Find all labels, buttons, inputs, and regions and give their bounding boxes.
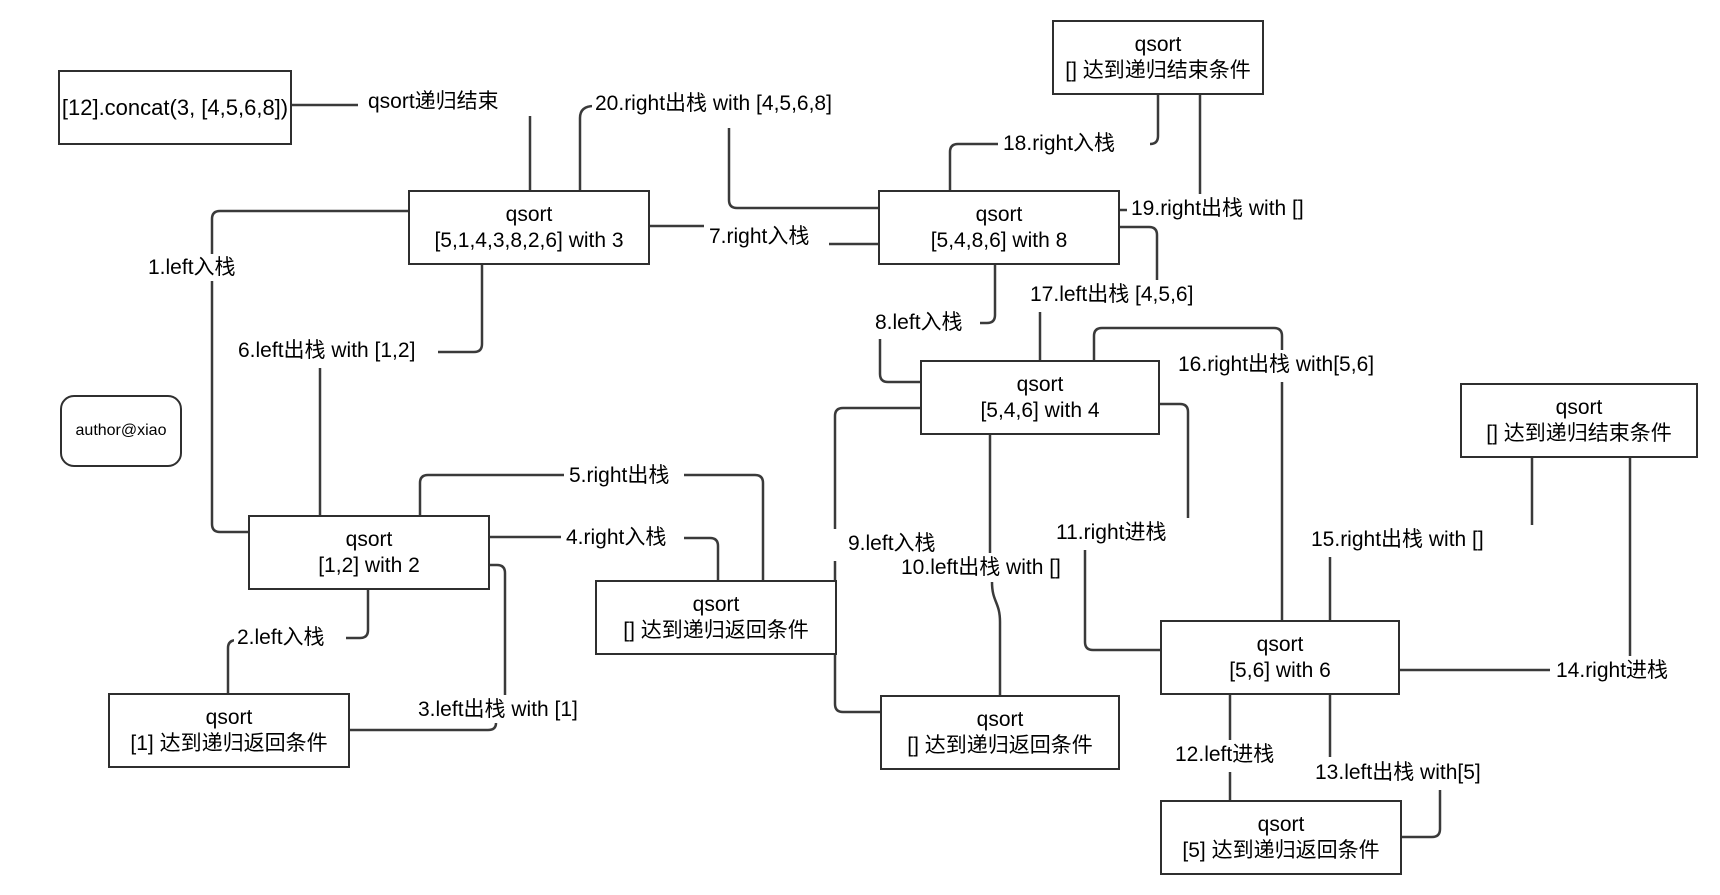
node-qsort-root-title: qsort	[505, 202, 553, 226]
connector-8-a	[980, 265, 997, 325]
edge-label-9: 9.left入栈	[845, 530, 939, 557]
connector-20-a	[578, 104, 595, 190]
connector-1	[210, 209, 408, 534]
node-qsort-empty-return-under4: qsort [] 达到递归返回条件	[880, 695, 1120, 770]
node-qsort-546-detail: [5,4,6] with 4	[980, 398, 1100, 422]
node-qsort-empty-return-mid-detail: [] 达到递归返回条件	[623, 618, 809, 642]
edge-label-12: 12.left进栈	[1172, 741, 1278, 768]
connector-6-a	[438, 265, 484, 354]
node-concat-result: [12].concat(3, [4,5,6,8])	[58, 70, 292, 145]
node-qsort-empty-end-right-title: qsort	[1555, 395, 1603, 419]
node-author-badge: author@xiao	[60, 395, 182, 467]
connector-2-a	[346, 590, 370, 640]
edge-label-14: 14.right进栈	[1553, 657, 1672, 684]
connector-18-b	[1149, 95, 1160, 146]
connector-13-b	[1402, 790, 1442, 839]
edge-label-4: 4.right入栈	[563, 524, 670, 551]
node-qsort-546-title: qsort	[1016, 372, 1064, 396]
node-qsort-empty-end-top-title: qsort	[1134, 32, 1182, 56]
connector-8-b	[878, 339, 920, 384]
node-qsort-1: qsort [1] 达到递归返回条件	[108, 693, 350, 768]
edge-label-13: 13.left出栈 with[5]	[1312, 759, 1484, 786]
connector-5-b	[684, 473, 765, 580]
connector-11-b	[1083, 550, 1160, 652]
connector-9-a	[833, 406, 920, 529]
node-qsort-empty-return-under4-detail: [] 达到递归返回条件	[907, 733, 1093, 757]
edge-label-5: 5.right出栈	[566, 462, 673, 489]
node-qsort-5486: qsort [5,4,8,6] with 8	[878, 190, 1120, 265]
node-qsort-1-detail: [1] 达到递归返回条件	[130, 731, 328, 755]
connector-5-a	[418, 473, 564, 515]
connector-20-b	[727, 128, 878, 210]
connector-10-b	[990, 581, 1002, 695]
edge-label-16: 16.right出栈 with[5,6]	[1175, 351, 1378, 378]
node-qsort-empty-end-right-detail: [] 达到递归结束条件	[1486, 421, 1672, 445]
node-qsort-5-title: qsort	[1257, 812, 1305, 836]
edge-label-20: 20.right出栈 with [4,5,6,8]	[592, 90, 835, 117]
node-qsort-empty-return-mid: qsort [] 达到递归返回条件	[595, 580, 837, 655]
node-qsort-12-title: qsort	[345, 527, 393, 551]
edge-label-11: 11.right进栈	[1053, 519, 1170, 546]
edge-label-recursion-end: qsort递归结束	[365, 88, 502, 115]
node-qsort-12: qsort [1,2] with 2	[248, 515, 490, 590]
node-qsort-5486-title: qsort	[975, 202, 1023, 226]
edge-label-10: 10.left出栈 with []	[898, 554, 1064, 581]
edge-label-7: 7.right入栈	[706, 223, 813, 250]
node-concat-result-text: [12].concat(3, [4,5,6,8])	[61, 94, 289, 120]
connector-11-a	[1160, 402, 1190, 518]
edge-label-3: 3.left出栈 with [1]	[415, 696, 581, 723]
node-qsort-root-detail: [5,1,4,3,8,2,6] with 3	[434, 228, 624, 252]
edge-label-8: 8.left入栈	[872, 309, 966, 336]
node-qsort-root: qsort [5,1,4,3,8,2,6] with 3	[408, 190, 650, 265]
node-qsort-546: qsort [5,4,6] with 4	[920, 360, 1160, 435]
edge-label-18: 18.right入栈	[1000, 130, 1119, 157]
connector-18-a	[948, 142, 998, 190]
edge-label-2: 2.left入栈	[234, 624, 328, 651]
author-text: author@xiao	[75, 422, 167, 439]
connector-4-b	[684, 536, 720, 580]
connector-3-b	[350, 722, 498, 732]
node-qsort-empty-end-top-detail: [] 达到递归结束条件	[1065, 58, 1251, 82]
node-qsort-5: qsort [5] 达到递归返回条件	[1160, 800, 1402, 875]
connector-16-a	[1092, 326, 1284, 360]
node-qsort-empty-end-right: qsort [] 达到递归结束条件	[1460, 383, 1698, 458]
node-qsort-empty-return-mid-title: qsort	[692, 592, 740, 616]
edge-label-15: 15.right出栈 with []	[1308, 526, 1487, 553]
node-qsort-56-detail: [5,6] with 6	[1229, 658, 1331, 682]
edge-label-17: 17.left出栈 [4,5,6]	[1027, 281, 1197, 308]
node-qsort-5486-detail: [5,4,8,6] with 8	[930, 228, 1068, 252]
edge-label-19: 19.right出栈 with []	[1128, 195, 1307, 222]
connector-3-a	[490, 563, 507, 695]
connector-9-b	[833, 561, 880, 714]
node-qsort-empty-end-top: qsort [] 达到递归结束条件	[1052, 20, 1264, 95]
node-qsort-56: qsort [5,6] with 6	[1160, 620, 1400, 695]
node-qsort-1-title: qsort	[205, 705, 253, 729]
node-qsort-56-title: qsort	[1256, 632, 1304, 656]
node-qsort-5-detail: [5] 达到递归返回条件	[1182, 838, 1380, 862]
node-qsort-empty-return-under4-title: qsort	[976, 707, 1024, 731]
connector-17-a	[1120, 225, 1159, 280]
edge-label-6: 6.left出栈 with [1,2]	[235, 337, 419, 364]
node-qsort-12-detail: [1,2] with 2	[318, 553, 420, 577]
edge-label-1: 1.left入栈	[145, 254, 239, 281]
